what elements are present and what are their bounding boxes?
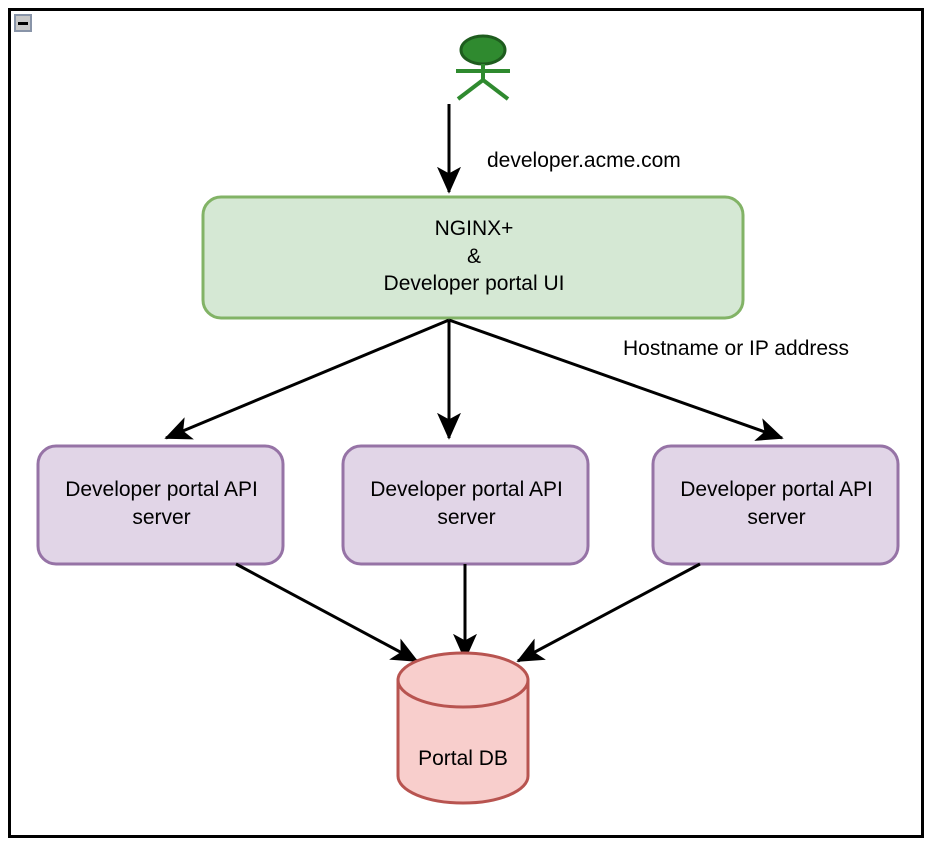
portal-db-cylinder[interactable] (396, 651, 530, 805)
nginx-developer-portal-ui-box[interactable] (201, 195, 745, 320)
minimize-icon (18, 22, 28, 25)
edge-nginx-to-api-1 (164, 318, 450, 440)
edge-api-1-to-db (235, 562, 419, 663)
collapse-toggle-button[interactable] (14, 14, 32, 32)
developer-portal-api-server-box-2[interactable] (341, 444, 590, 566)
edge-nginx-to-api-3 (448, 318, 784, 441)
developer-portal-api-server-box-1[interactable] (36, 444, 285, 566)
end-user-actor-icon (456, 34, 510, 101)
developer-portal-api-server-box-3[interactable] (651, 444, 900, 566)
edge-api-3-to-db (516, 562, 701, 663)
